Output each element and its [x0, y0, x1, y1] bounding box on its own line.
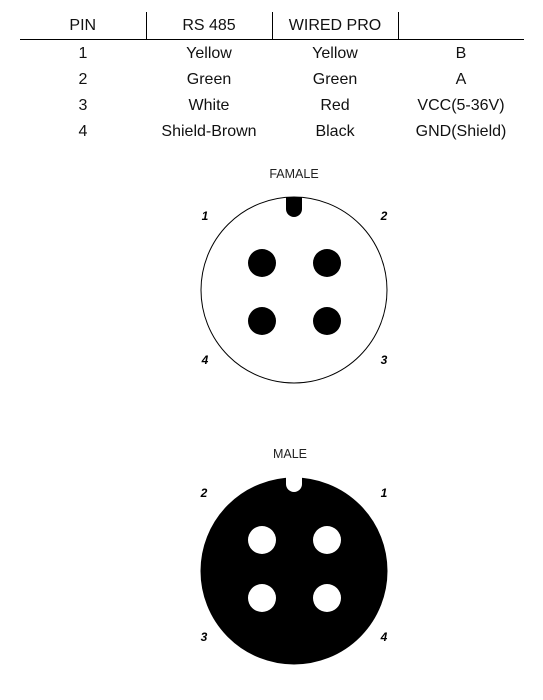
cell-pin: 2 — [78, 71, 88, 88]
cell-rs485: White — [188, 97, 230, 114]
table-row: 2 Green Green A — [20, 67, 524, 93]
female-label-bottom-right: 3 — [381, 353, 388, 367]
male-title: MALE — [273, 447, 307, 461]
male-label-bottom-left: 3 — [201, 630, 208, 644]
pin-table: PIN RS 485 WIRED PRO 1 Yellow Yellow B 2… — [20, 12, 524, 145]
male-pin-3 — [248, 584, 276, 612]
header-function — [397, 12, 524, 40]
cell-function: GND(Shield) — [415, 123, 507, 140]
male-key-notch — [286, 477, 302, 492]
cell-wired-pro: Black — [315, 123, 355, 140]
cell-wired-pro: Green — [312, 71, 358, 88]
table-row: 4 Shield-Brown Black GND(Shield) — [20, 119, 524, 145]
table-row: 3 White Red VCC(5-36V) — [20, 93, 524, 119]
male-body — [200, 477, 388, 665]
table-header-row: PIN RS 485 WIRED PRO — [20, 12, 524, 40]
male-label-top-right: 1 — [381, 486, 388, 500]
cell-function: A — [455, 71, 467, 88]
female-pin-3 — [313, 307, 341, 335]
cell-function: VCC(5-36V) — [417, 97, 505, 114]
female-connector: FAMALE 1 2 4 3 — [200, 167, 388, 384]
female-pin-1 — [248, 249, 276, 277]
male-label-top-left: 2 — [200, 486, 208, 500]
male-pin-2 — [248, 526, 276, 554]
cell-wired-pro: Yellow — [312, 45, 358, 62]
header-wired-pro: WIRED PRO — [271, 12, 398, 40]
header-rs485: RS 485 — [145, 12, 272, 40]
female-label-top-right: 2 — [380, 209, 388, 223]
cell-rs485: Green — [186, 71, 232, 88]
female-pin-4 — [248, 307, 276, 335]
table-row: 1 Yellow Yellow B — [20, 40, 524, 68]
female-label-bottom-left: 4 — [201, 353, 209, 367]
female-label-top-left: 1 — [202, 209, 209, 223]
male-pin-1 — [313, 526, 341, 554]
male-label-bottom-right: 4 — [380, 630, 388, 644]
female-body — [200, 196, 388, 384]
male-pin-4 — [313, 584, 341, 612]
male-connector: MALE 2 1 3 4 — [200, 447, 388, 665]
female-title: FAMALE — [269, 167, 318, 181]
cell-function: B — [455, 45, 467, 62]
cell-rs485: Yellow — [186, 45, 232, 62]
cell-wired-pro: Red — [320, 97, 350, 114]
header-pin: PIN — [20, 12, 146, 40]
cell-rs485: Shield-Brown — [161, 123, 257, 140]
cell-pin: 3 — [78, 97, 88, 114]
cell-pin: 4 — [78, 123, 88, 140]
cell-pin: 1 — [78, 45, 88, 62]
female-pin-2 — [313, 249, 341, 277]
female-key-notch — [286, 197, 302, 217]
